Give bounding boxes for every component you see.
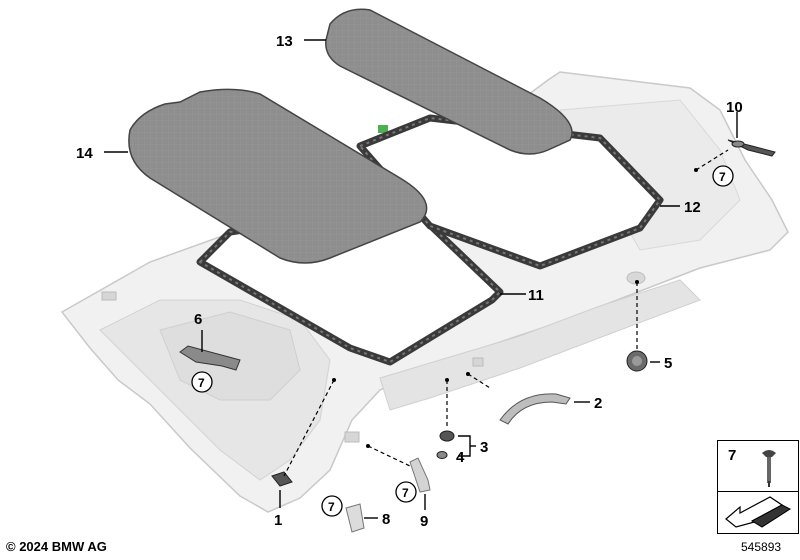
callout-9: 9 [420,513,428,530]
part-3-clip [439,430,455,442]
legend-part-number: 7 [728,447,737,464]
callout-8: 8 [382,511,390,528]
rivet-icon [762,450,776,487]
callout-3: 3 [480,439,488,456]
circled-marker-top-right: 7 [712,165,734,187]
svg-text:7: 7 [402,486,409,500]
rear-sunshade-panel [325,8,573,155]
legend-box: 7 [717,440,799,534]
callout-6: 6 [194,311,202,328]
part-6-bracket [179,345,241,371]
copyright-text: © 2024 BMW AG [6,539,107,554]
part-9-bracket [409,457,431,493]
part-4-clip [436,451,448,459]
part-10-clip [727,139,776,157]
callout-11: 11 [528,287,544,304]
circled-marker-bottom-middle: 7 [321,495,343,517]
front-sunshade-panel [128,88,428,264]
callout-1: 1 [274,512,282,529]
part-8-cover [345,503,365,533]
legend-divider [718,491,798,492]
part-5-clip [626,350,648,372]
callout-12: 12 [684,199,701,216]
circled-marker-bottom-right: 7 [395,481,417,503]
callout-13: 13 [276,33,293,50]
circled-marker-left: 7 [191,371,213,393]
svg-text:7: 7 [719,170,726,184]
callout-2: 2 [594,395,602,412]
callout-10: 10 [726,99,743,116]
part-2-grab-handle [499,393,571,425]
callout-5: 5 [664,355,672,372]
arrow-symbol-icon [725,496,792,528]
callout-4: 4 [456,449,465,466]
diagram-id: 545893 [741,540,782,554]
part-1-cover [271,471,293,487]
svg-text:7: 7 [328,500,335,514]
svg-text:7: 7 [198,376,205,390]
